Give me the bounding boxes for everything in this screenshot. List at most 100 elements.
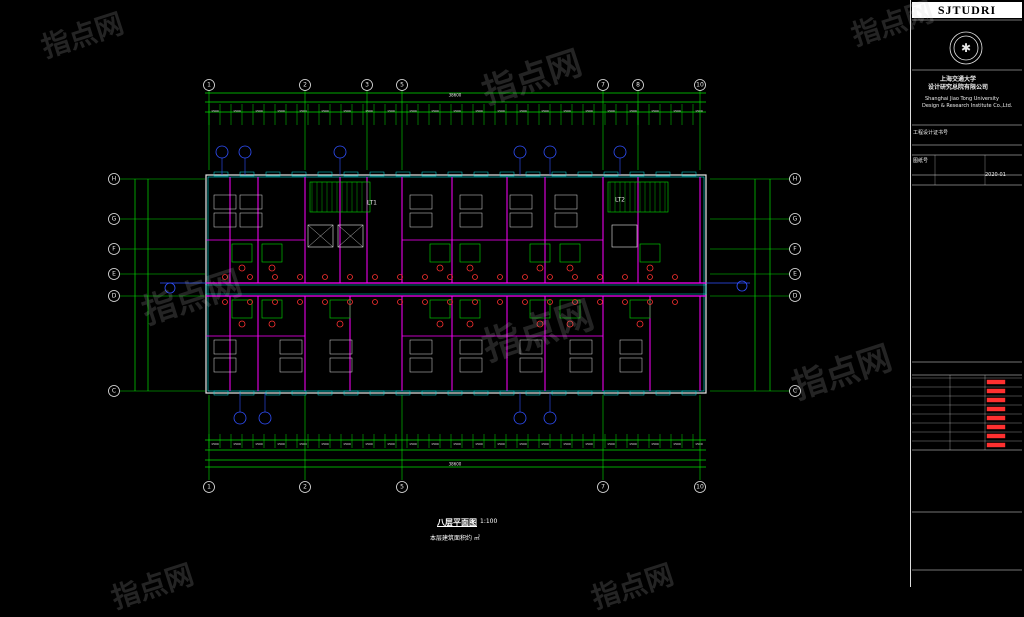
axis-label: H bbox=[793, 176, 798, 183]
dimension-value: 1500 bbox=[607, 109, 615, 113]
building-inner-outline bbox=[207, 176, 705, 392]
org-name-cn-1: 上海交通大学 bbox=[940, 76, 977, 83]
dimension-value: 1500 bbox=[585, 109, 593, 113]
dimension-value: 1500 bbox=[409, 442, 417, 446]
window bbox=[395, 171, 411, 177]
window bbox=[343, 390, 359, 396]
window bbox=[317, 171, 333, 177]
bed bbox=[459, 357, 483, 373]
axis-bubble bbox=[108, 243, 120, 255]
bed bbox=[329, 357, 353, 373]
university-seal-icon bbox=[949, 31, 983, 65]
axis-label: 10 bbox=[696, 82, 704, 89]
signature-mark bbox=[986, 442, 1006, 448]
axis-bubble bbox=[789, 268, 801, 280]
company-logo-text: SJTUDRI bbox=[912, 2, 1022, 18]
dimension-value: 1500 bbox=[321, 442, 329, 446]
toilet-fixture bbox=[566, 264, 574, 272]
dimension-value: 1500 bbox=[563, 442, 571, 446]
bed bbox=[239, 212, 263, 228]
dimension-value: 1500 bbox=[475, 442, 483, 446]
area-note: 本层建筑面积约 ㎡ bbox=[430, 535, 480, 542]
axis-label: E bbox=[793, 271, 797, 278]
dimension-value: 1500 bbox=[541, 109, 549, 113]
dimension-value: 1500 bbox=[695, 442, 703, 446]
window bbox=[265, 390, 281, 396]
window bbox=[447, 390, 463, 396]
dimension-value: 1500 bbox=[519, 442, 527, 446]
bathroom bbox=[231, 243, 253, 263]
drawing-scale: 1:100 bbox=[480, 518, 498, 525]
fixture bbox=[297, 299, 303, 305]
elevator bbox=[337, 224, 364, 248]
bed bbox=[409, 357, 433, 373]
window bbox=[213, 390, 229, 396]
window bbox=[499, 390, 515, 396]
bed bbox=[459, 339, 483, 355]
axis-label: 1 bbox=[207, 484, 211, 491]
bed bbox=[279, 357, 303, 373]
fixture bbox=[397, 299, 403, 305]
axis-bubble bbox=[789, 243, 801, 255]
window bbox=[525, 171, 541, 177]
bed bbox=[509, 212, 533, 228]
bathroom bbox=[629, 299, 651, 319]
bathroom bbox=[639, 243, 661, 263]
dimension-value: 1500 bbox=[519, 109, 527, 113]
fixture bbox=[547, 299, 553, 305]
fixture bbox=[597, 299, 603, 305]
bed bbox=[569, 339, 593, 355]
elevator bbox=[611, 224, 638, 248]
bed bbox=[213, 212, 237, 228]
bathroom bbox=[329, 299, 351, 319]
fixture bbox=[422, 299, 428, 305]
fixture bbox=[447, 299, 453, 305]
axis-label: 8 bbox=[636, 82, 640, 89]
axis-label: 1 bbox=[207, 82, 211, 89]
bed bbox=[409, 212, 433, 228]
fixture bbox=[272, 299, 278, 305]
building-outline bbox=[205, 174, 707, 394]
bathroom bbox=[459, 299, 481, 319]
cert-line: 工程设计证书号 bbox=[913, 130, 949, 136]
dimension-value: 1500 bbox=[541, 442, 549, 446]
entrance-symbol bbox=[164, 282, 176, 294]
fixture bbox=[497, 274, 503, 280]
fixture bbox=[247, 299, 253, 305]
overall-dimension: 38600 bbox=[449, 93, 462, 98]
axis-label: G bbox=[112, 216, 117, 223]
dimension-value: 1500 bbox=[629, 442, 637, 446]
bathroom bbox=[529, 243, 551, 263]
bed bbox=[329, 339, 353, 355]
toilet-fixture bbox=[466, 320, 474, 328]
equipment-symbol bbox=[258, 411, 272, 425]
dimension-value: 1500 bbox=[409, 109, 417, 113]
dimension-value: 1500 bbox=[453, 442, 461, 446]
axis-bubble bbox=[597, 481, 609, 493]
elevator-x bbox=[307, 224, 334, 248]
axis-label: 10 bbox=[696, 484, 704, 491]
axis-bubble bbox=[694, 481, 706, 493]
window bbox=[317, 390, 333, 396]
equipment-symbol bbox=[513, 145, 527, 159]
axis-bubble bbox=[108, 213, 120, 225]
window bbox=[473, 171, 489, 177]
signature-mark bbox=[986, 406, 1006, 412]
bathroom bbox=[559, 243, 581, 263]
equipment-symbol bbox=[543, 145, 557, 159]
dimension-value: 1500 bbox=[277, 442, 285, 446]
bed bbox=[509, 194, 533, 210]
fixture bbox=[247, 274, 253, 280]
fixture bbox=[672, 274, 678, 280]
bed bbox=[213, 339, 237, 355]
fixture bbox=[522, 274, 528, 280]
elevator-x bbox=[337, 224, 364, 248]
toilet-fixture bbox=[238, 320, 246, 328]
floor-plan-drawing: 1500 1500 1500 1500 1500 1500 1500 1500 1500 1500… bbox=[108, 19, 1022, 571]
dimension-value: 1500 bbox=[299, 442, 307, 446]
window bbox=[551, 390, 567, 396]
window bbox=[577, 390, 593, 396]
bed bbox=[569, 357, 593, 373]
bed bbox=[213, 357, 237, 373]
toilet-fixture bbox=[268, 264, 276, 272]
